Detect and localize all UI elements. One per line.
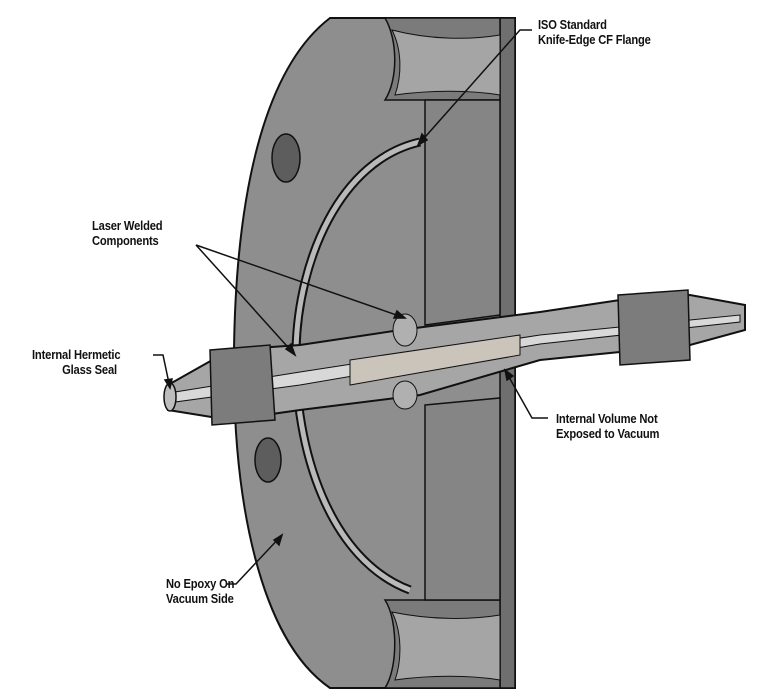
front-block-upper	[424, 99, 501, 326]
label-line: Internal Hermetic	[32, 347, 121, 362]
label-line: No Epoxy On	[166, 576, 235, 591]
label-line: Exposed to Vacuum	[556, 426, 660, 441]
label-line: Internal Volume Not	[556, 411, 658, 426]
label-line: ISO Standard	[538, 17, 607, 32]
label-line: Vacuum Side	[166, 591, 234, 606]
label-line: Glass Seal	[62, 362, 117, 377]
left-fitting	[209, 344, 276, 426]
label-glass-seal: Internal Hermetic Glass Seal	[32, 347, 121, 377]
label-cf-flange: ISO Standard Knife-Edge CF Flange	[538, 17, 651, 47]
label-laser-welded: Laser Welded Components	[92, 218, 163, 248]
label-line: Knife-Edge CF Flange	[538, 32, 651, 47]
internal-volume	[349, 334, 521, 386]
bolt-hole	[271, 133, 301, 183]
bolt-hole	[254, 437, 282, 483]
right-fitting	[617, 289, 691, 366]
leader-lines	[153, 29, 548, 585]
weld-joint	[392, 313, 418, 347]
label-internal-volume: Internal Volume Not Exposed to Vacuum	[556, 411, 659, 441]
weld-joint	[392, 380, 418, 410]
label-no-epoxy: No Epoxy On Vacuum Side	[166, 576, 234, 606]
label-line: Laser Welded	[92, 218, 163, 233]
label-line: Components	[92, 233, 159, 248]
front-block-lower	[424, 397, 501, 601]
